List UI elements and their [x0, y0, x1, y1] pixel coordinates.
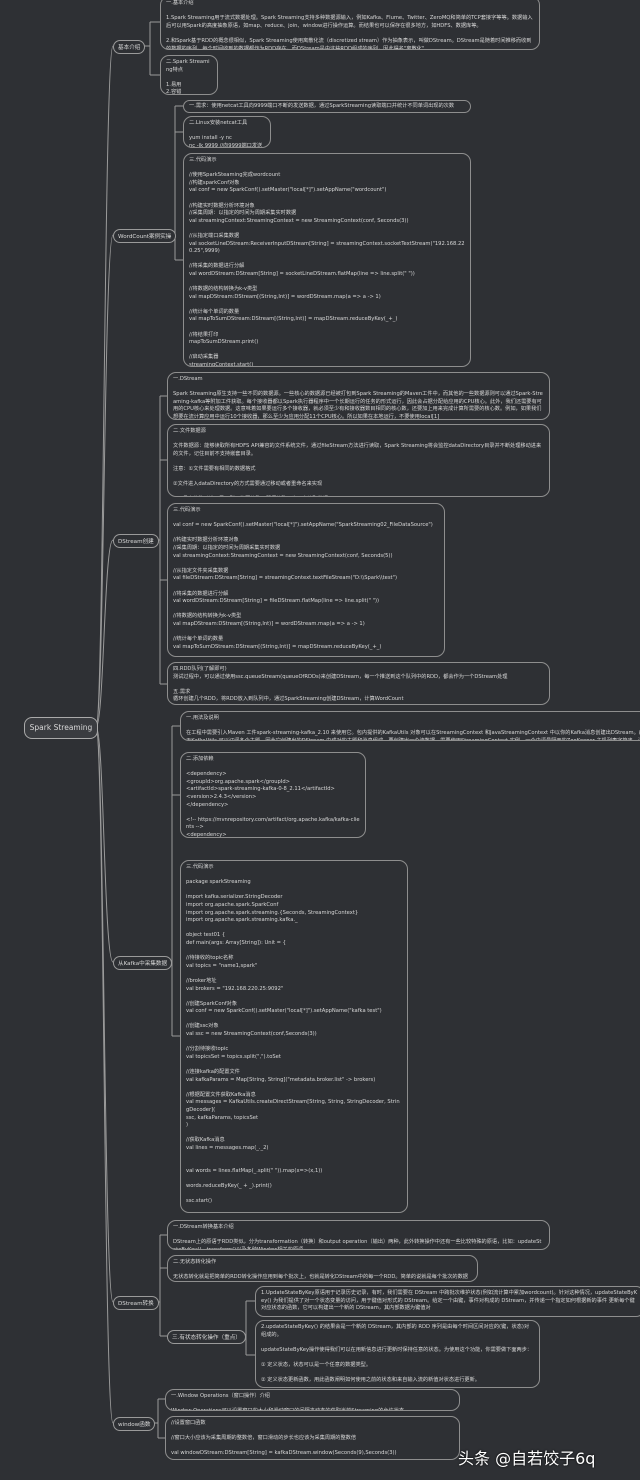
kafka-code-box[interactable]: 三.代码演示 package sparkStreaming import kaf…	[180, 860, 408, 1213]
stateful-node[interactable]: 三.有状态转化操作（重点）	[167, 1330, 246, 1344]
wordcount-requirement-box[interactable]: 一.需求：使用netcat工具向9999端口不断的发送数据，通过SparkStr…	[183, 100, 471, 113]
root-node[interactable]: Spark Streaming	[24, 717, 98, 739]
watermark: 头条 @自若饺子6q	[458, 1449, 596, 1468]
branch-dstream-create[interactable]: DStream创建	[113, 534, 159, 548]
branch-intro[interactable]: 基本介绍	[113, 40, 146, 54]
wordcount-code-box[interactable]: 三.代码演示 //使用SparkSteaming完成wordcount //构建…	[183, 153, 471, 367]
wordcount-netcat-box[interactable]: 二.Linux安装netcat工具 yum install -y nc nc -…	[183, 116, 271, 148]
stateless-box[interactable]: 二.无状态转化操作 无状态转化就是把简单的RDD转化操作应用到每个批次上，也就是…	[167, 1255, 478, 1282]
file-source-code-box[interactable]: 三.代码演示 val conf = new SparkConf().setMas…	[167, 503, 445, 657]
branch-kafka[interactable]: 从Kafka中采集数据	[113, 956, 173, 970]
stateful-updatestatebykey-box[interactable]: 1.UpdateStateByKey原语用于记录历史记录，有时，我们需要在 DS…	[255, 1286, 640, 1317]
window-code-box[interactable]: //设置窗口函数 //窗口大小应该为采集周期的整数倍，窗口滑动的步长也应该为采集…	[165, 1416, 460, 1460]
transform-intro-box[interactable]: 一.DStream转换基本介绍 DStream上的原语于RDD类似，分为tran…	[167, 1220, 550, 1250]
intro-features-box[interactable]: 二.Spark Streaming特点 1.易用 2.容错 3.易整合到spar…	[160, 55, 218, 95]
intro-basic-box[interactable]: 一.基本介绍 1.Spark Streaming用于流式数据处理。Spark S…	[160, 0, 540, 50]
branch-wordcount[interactable]: WordCount案例实操	[113, 229, 177, 243]
dstream-intro-box[interactable]: 一.DStream Spark Streaming原生支持一些不同的数据源。一些…	[167, 372, 550, 420]
rdd-queue-box[interactable]: 四.RDD队列(了解即可) 测试过程中，可以通过使用ssc.queueStrea…	[167, 662, 550, 705]
kafka-usage-box[interactable]: 一.用法及说明 在工程中需要引入Maven 工件spark-streaming-…	[180, 711, 640, 741]
kafka-dependency-box[interactable]: 二.添加依赖 <dependency> <groupId>org.apache.…	[180, 752, 366, 838]
window-intro-box[interactable]: 一.Window Operations（窗口操作）介绍 Window Opera…	[165, 1389, 460, 1411]
file-source-box[interactable]: 二.文件数据源 文件数据源：能够读取所有HDFS API兼容的文件系统文件，通过…	[167, 424, 550, 497]
branch-dstream-transform[interactable]: DStream转换	[113, 1296, 159, 1310]
branch-window[interactable]: window函数	[113, 1417, 156, 1431]
stateful-steps-box[interactable]: 2.updateStateByKey() 的结果会是一个新的 DStream，其…	[255, 1320, 540, 1388]
